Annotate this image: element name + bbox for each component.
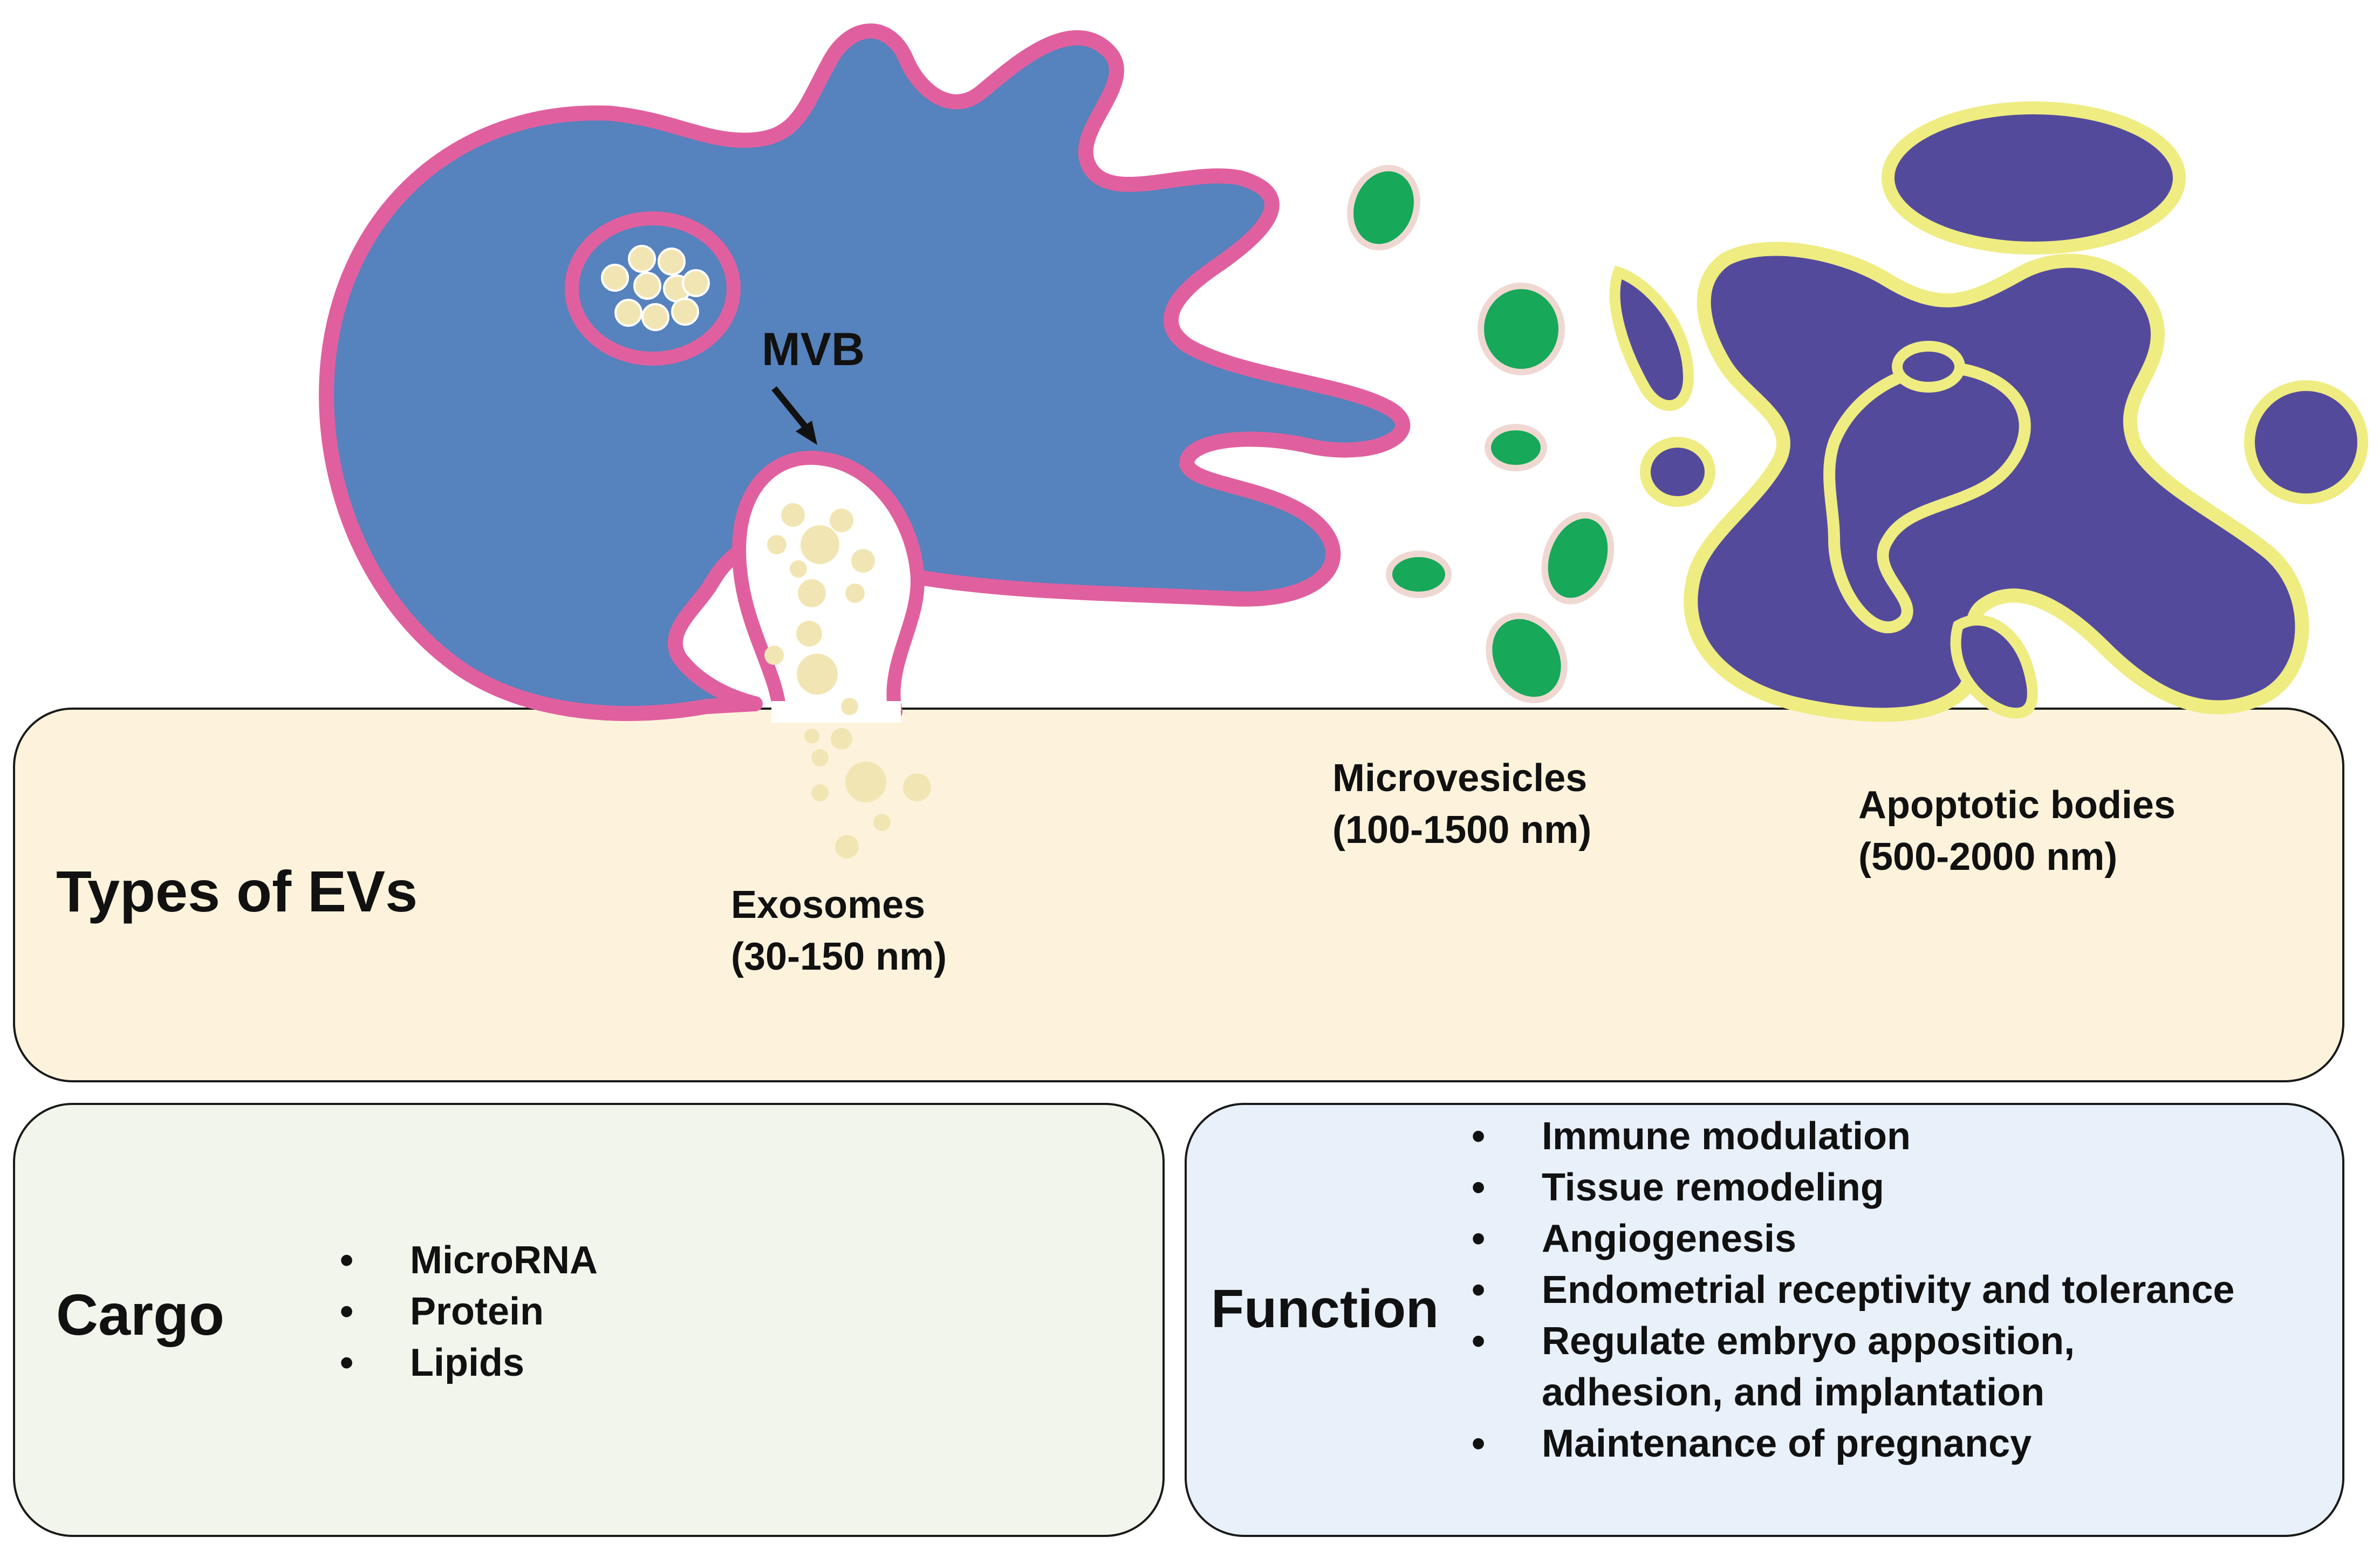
apoptotic-size: (500-2000 nm) — [1858, 835, 2118, 879]
function-item: Tissue remodeling — [1472, 1162, 2234, 1213]
function-item: Maintenance of pregnancy — [1472, 1418, 2234, 1470]
cargo-item: Protein — [340, 1286, 598, 1337]
cargo-item: Lipids — [340, 1337, 598, 1389]
cell-body — [319, 23, 1411, 721]
function-item: Endometrial receptivity and tolerance — [1472, 1265, 2234, 1316]
exosomes-name: Exosomes — [731, 883, 926, 927]
function-heading: Function — [1211, 1279, 1439, 1339]
cargo-heading: Cargo — [56, 1282, 225, 1347]
mvb-arrowhead — [796, 421, 817, 445]
cargo-item: MicroRNA — [340, 1235, 598, 1286]
exosomes-size: (30-150 nm) — [731, 935, 947, 978]
function-item: Regulate embryo apposition, adhesion, an… — [1472, 1316, 2189, 1418]
microvesicles — [1347, 164, 1615, 704]
function-item: Immune modulation — [1472, 1111, 2234, 1162]
types-heading: Types of EVs — [56, 859, 418, 924]
types-panel — [13, 708, 2344, 1082]
function-item: Angiogenesis — [1472, 1213, 2234, 1265]
mvb-label: MVB — [762, 324, 865, 375]
microvesicles-name: Microvesicles — [1332, 757, 1588, 800]
mvb-vesicles — [601, 245, 710, 331]
mvb-arrow — [771, 386, 812, 434]
apoptotic-bodies — [1609, 101, 2368, 722]
invagination-gap — [771, 701, 901, 723]
exosome-particles — [764, 503, 931, 859]
cargo-list: MicroRNA Protein Lipids — [340, 1235, 598, 1389]
apoptotic-name: Apoptotic bodies — [1858, 784, 2176, 827]
function-list: Immune modulation Tissue remodeling Angi… — [1472, 1111, 2234, 1470]
microvesicles-size: (100-1500 nm) — [1332, 808, 1592, 852]
